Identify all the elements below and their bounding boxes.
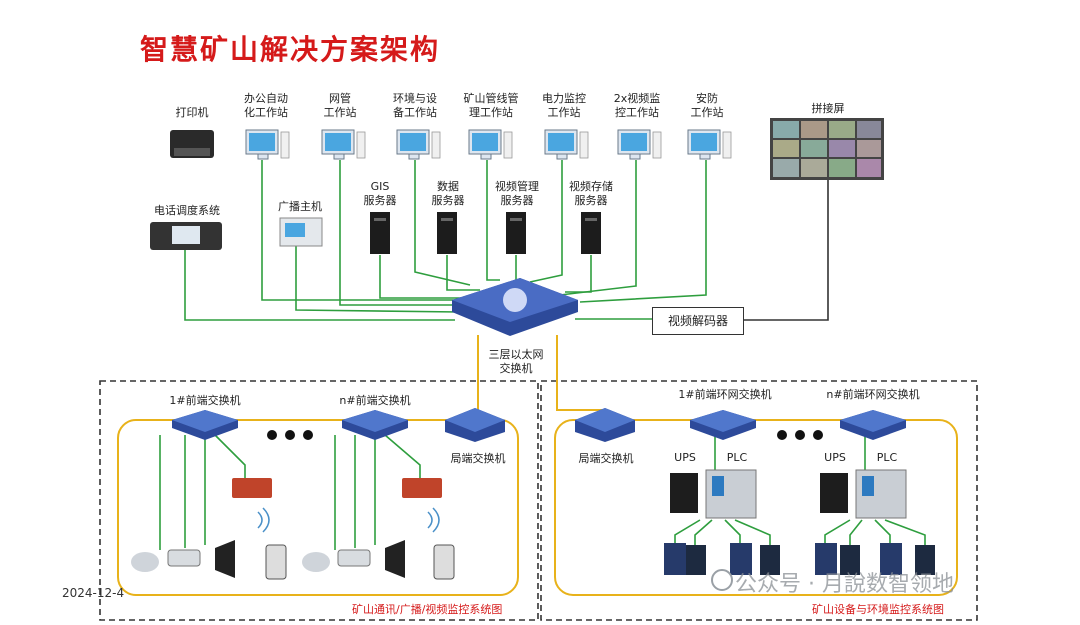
env-workstation-label: 环境与设 备工作站 [393,92,437,119]
video-decoder-box: 视频解码器 [652,307,744,335]
right-local-switch-label: 局端交换机 [578,452,634,465]
broadcast-host-icon [279,217,323,247]
left-swn-label: n#前端交换机 [339,394,411,407]
ups1-label: UPS [674,451,696,464]
left-switches [172,408,505,442]
data-server-label: 数据 服务器 [431,180,465,207]
printer-icon [170,130,214,158]
phone-dispatch-label: 电话调度系统 [154,204,220,217]
right-zone-caption: 矿山设备与环境监控系统图 [812,603,944,616]
inverter-units [664,543,935,575]
splice-screen-label: 拼接屏 [811,102,845,115]
plc1-label: PLC [726,451,748,464]
left-ring [117,419,519,596]
left-sw1-label: 1#前端交换机 [169,394,241,407]
wireless-router-icons [232,478,442,498]
watermark-logo-icon [711,569,733,591]
phone-dispatch-icon [150,222,222,250]
green-links-left [159,434,421,550]
right-swn-label: n#前端环网交换机 [826,388,920,401]
decoder-to-splice-line [742,180,829,321]
left-zone-caption: 矿山通讯/广播/视频监控系统图 [352,603,503,616]
left-field-devices [131,540,455,580]
video-store-server-label: 视频存储 服务器 [569,180,613,207]
ups-plc-units [670,469,907,519]
video-mgmt-server-label: 视频管理 服务器 [495,180,539,207]
pipeline-workstation-label: 矿山管线管 理工作站 [463,92,519,119]
wifi-signal-icons [257,507,440,533]
watermark-text: 公众号 · 月說数智领地 [735,572,954,597]
green-links-top [184,160,707,321]
netmgmt-workstation-label: 网管 工作站 [323,92,357,119]
green-links-right [674,435,926,545]
core-switch-graphic [452,278,578,336]
left-zone-box [99,380,539,621]
security-workstation-label: 安防 工作站 [690,92,724,119]
ups2-label: UPS [824,451,846,464]
gis-server-label: GIS 服务器 [363,180,397,207]
left-ellipsis-dots [267,430,313,440]
left-local-switch-label: 局端交换机 [450,452,506,465]
right-ellipsis-dots [777,430,823,440]
right-zone-box [540,380,978,621]
date-stamp: 2024-12-4 [62,586,125,600]
broadcast-host-label: 广播主机 [278,200,322,213]
office-workstation-label: 办公自动 化工作站 [244,92,288,119]
right-sw1-label: 1#前端环网交换机 [678,388,772,401]
right-switches [575,408,906,442]
workstation-screens [249,133,717,151]
core-switch-label: 三层以太网 交换机 [488,348,544,375]
printer-label: 打印机 [175,106,209,119]
video2x-workstation-label: 2x视频监 控工作站 [613,92,661,119]
plc2-label: PLC [876,451,898,464]
workstation-towers [280,131,732,159]
splice-screen-icon [770,118,884,180]
page-title: 智慧矿山解决方案架构 [140,33,441,66]
server-icons [370,212,601,254]
power-workstation-label: 电力监控 工作站 [542,92,586,119]
